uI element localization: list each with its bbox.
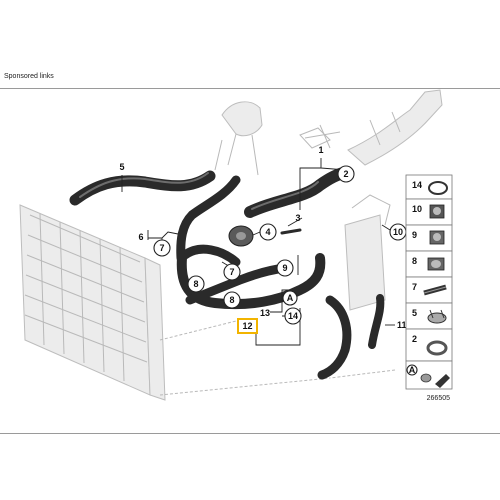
parts-panel-label-5: 5 bbox=[412, 308, 417, 318]
svg-text:8: 8 bbox=[193, 279, 198, 289]
callout-12[interactable]: 12 bbox=[237, 318, 258, 334]
parts-panel-label-14: 14 bbox=[412, 180, 422, 190]
callout-5[interactable]: 5 bbox=[119, 162, 124, 172]
hose-3 bbox=[280, 228, 302, 235]
reference-lines bbox=[159, 319, 396, 396]
callout-7b[interactable]: 7 bbox=[223, 263, 241, 281]
expansion-tank-ghost bbox=[344, 194, 391, 311]
parts-panel-label-8: 8 bbox=[412, 256, 417, 266]
svg-text:11: 11 bbox=[397, 320, 407, 330]
callout-7a[interactable]: 7 bbox=[153, 239, 171, 257]
callout-3[interactable]: 3 bbox=[295, 213, 300, 223]
sponsored-links-label[interactable]: Sponsored links bbox=[4, 73, 54, 80]
callout-14[interactable]: 14 bbox=[284, 307, 302, 325]
svg-text:1: 1 bbox=[318, 145, 323, 155]
callout-1[interactable]: 1 bbox=[318, 145, 323, 155]
hose-12 bbox=[317, 295, 352, 380]
callout-8a[interactable]: 8 bbox=[187, 275, 205, 293]
callout-8b[interactable]: 8 bbox=[223, 291, 241, 309]
svg-text:8: 8 bbox=[229, 295, 234, 305]
svg-text:9: 9 bbox=[282, 263, 287, 273]
callout-A[interactable]: A bbox=[282, 290, 298, 306]
hose-1 bbox=[244, 166, 352, 218]
callout-10[interactable]: 10 bbox=[389, 223, 407, 241]
svg-text:12: 12 bbox=[242, 321, 252, 331]
svg-text:5: 5 bbox=[119, 162, 124, 172]
svg-text:A: A bbox=[287, 293, 294, 303]
pump-part-4 bbox=[228, 225, 254, 247]
svg-text:7: 7 bbox=[159, 243, 164, 253]
hose-6-7 bbox=[176, 175, 241, 267]
svg-text:7: 7 bbox=[229, 267, 234, 277]
parts-panel-label-7: 7 bbox=[412, 282, 417, 292]
callout-9[interactable]: 9 bbox=[276, 259, 294, 277]
bottom-divider bbox=[0, 433, 500, 434]
callout-11[interactable]: 11 bbox=[397, 320, 407, 330]
thermostat-ghost bbox=[214, 101, 263, 176]
svg-text:3: 3 bbox=[295, 213, 300, 223]
radiator bbox=[19, 204, 166, 401]
callout-2[interactable]: 2 bbox=[337, 165, 355, 183]
callout-4[interactable]: 4 bbox=[259, 223, 277, 241]
parts-panel-label-9: 9 bbox=[412, 230, 417, 240]
top-divider bbox=[0, 88, 500, 89]
parts-panel-label-A: A bbox=[409, 365, 416, 375]
figure-number: 266505 bbox=[427, 395, 450, 402]
svg-text:14: 14 bbox=[288, 311, 298, 321]
svg-text:13: 13 bbox=[260, 308, 270, 318]
svg-text:10: 10 bbox=[393, 227, 403, 237]
svg-text:2: 2 bbox=[343, 169, 348, 179]
hose-11 bbox=[368, 294, 385, 349]
engine-pipe-ghost bbox=[299, 89, 443, 166]
parts-panel-label-10: 10 bbox=[412, 204, 422, 214]
callout-6[interactable]: 6 bbox=[138, 232, 143, 242]
parts-panel-label-2: 2 bbox=[412, 334, 417, 344]
hose-5 bbox=[69, 170, 216, 206]
parts-panel: 14 10 9 8 7 5 2 A bbox=[405, 174, 453, 390]
callout-13[interactable]: 13 bbox=[260, 308, 270, 318]
svg-text:6: 6 bbox=[138, 232, 143, 242]
svg-text:4: 4 bbox=[265, 227, 270, 237]
